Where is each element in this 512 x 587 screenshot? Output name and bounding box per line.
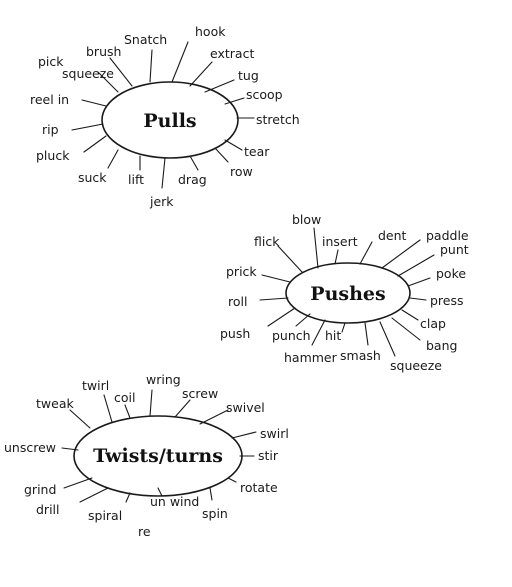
pushes-word: push <box>220 326 250 341</box>
twists-word: spiral <box>88 508 122 523</box>
twists-map: Twists/turns twirl coil wring screw swiv… <box>4 372 289 539</box>
twists-words: twirl coil wring screw swivel swirl stir… <box>4 372 289 539</box>
twists-word: twirl <box>82 378 109 393</box>
pushes-word: paddle <box>426 228 469 243</box>
pulls-word: pick <box>38 54 64 69</box>
pushes-words: blow insert dent paddle punt poke press … <box>220 212 469 373</box>
pushes-word: flick <box>254 234 280 249</box>
pushes-map: Pushes blow insert dent paddle <box>220 212 469 373</box>
pulls-word: squeeze <box>62 66 114 81</box>
pushes-word: hammer <box>284 350 338 365</box>
pulls-spokes <box>71 41 255 189</box>
pulls-word: rip <box>42 122 59 137</box>
pulls-word: Snatch <box>124 32 167 47</box>
pulls-map: Pulls Snatch hook extract tug scoo <box>30 24 300 209</box>
pulls-word: scoop <box>246 87 283 102</box>
pulls-word: lift <box>128 172 144 187</box>
twists-word: swivel <box>226 400 265 415</box>
twists-word: grind <box>24 482 56 497</box>
pushes-word: bang <box>426 338 457 353</box>
twists-word: un wind <box>150 494 199 509</box>
pushes-word: clap <box>420 316 446 331</box>
twists-word: wring <box>146 372 181 387</box>
pulls-word: tear <box>244 144 270 159</box>
twists-word: swirl <box>260 426 289 441</box>
twists-spokes <box>61 389 257 503</box>
twists-word: re <box>138 524 151 539</box>
twists-word: screw <box>182 386 218 401</box>
pulls-word: drag <box>178 172 207 187</box>
pushes-word: hit <box>325 328 341 343</box>
pushes-word: squeeze <box>390 358 442 373</box>
pulls-word: tug <box>238 68 259 83</box>
pulls-hub-label: Pulls <box>143 110 196 132</box>
pushes-oval <box>285 262 411 324</box>
twists-word: coil <box>114 390 135 405</box>
pulls-word: stretch <box>256 112 300 127</box>
twists-word: drill <box>36 502 60 517</box>
pushes-word: insert <box>322 234 358 249</box>
pushes-word: punt <box>440 242 469 257</box>
pulls-words: Snatch hook extract tug scoop stretch te… <box>30 24 300 209</box>
pulls-word: reel in <box>30 92 69 107</box>
pulls-word: suck <box>78 170 107 185</box>
pulls-word: hook <box>195 24 226 39</box>
pulls-word: jerk <box>149 194 174 209</box>
pulls-word: row <box>230 164 253 179</box>
twists-word: stir <box>258 448 279 463</box>
twists-word: spin <box>202 506 228 521</box>
pulls-oval <box>101 81 239 159</box>
twists-word: tweak <box>36 396 74 411</box>
twists-hub-label: Twists/turns <box>93 445 223 467</box>
pulls-word: pluck <box>36 148 70 163</box>
twists-word: unscrew <box>4 440 56 455</box>
pushes-word: poke <box>436 266 466 281</box>
pushes-word: prick <box>226 264 257 279</box>
pushes-word: smash <box>340 348 381 363</box>
pushes-hub-label: Pushes <box>310 283 385 305</box>
pulls-word: extract <box>210 46 254 61</box>
pushes-word: blow <box>292 212 321 227</box>
pushes-word: punch <box>272 328 311 343</box>
pulls-word: brush <box>86 44 121 59</box>
pushes-word: dent <box>378 228 407 243</box>
pushes-word: press <box>430 293 464 308</box>
twists-word: rotate <box>240 480 278 495</box>
pushes-word: roll <box>228 294 247 309</box>
pushes-spokes <box>259 227 435 357</box>
